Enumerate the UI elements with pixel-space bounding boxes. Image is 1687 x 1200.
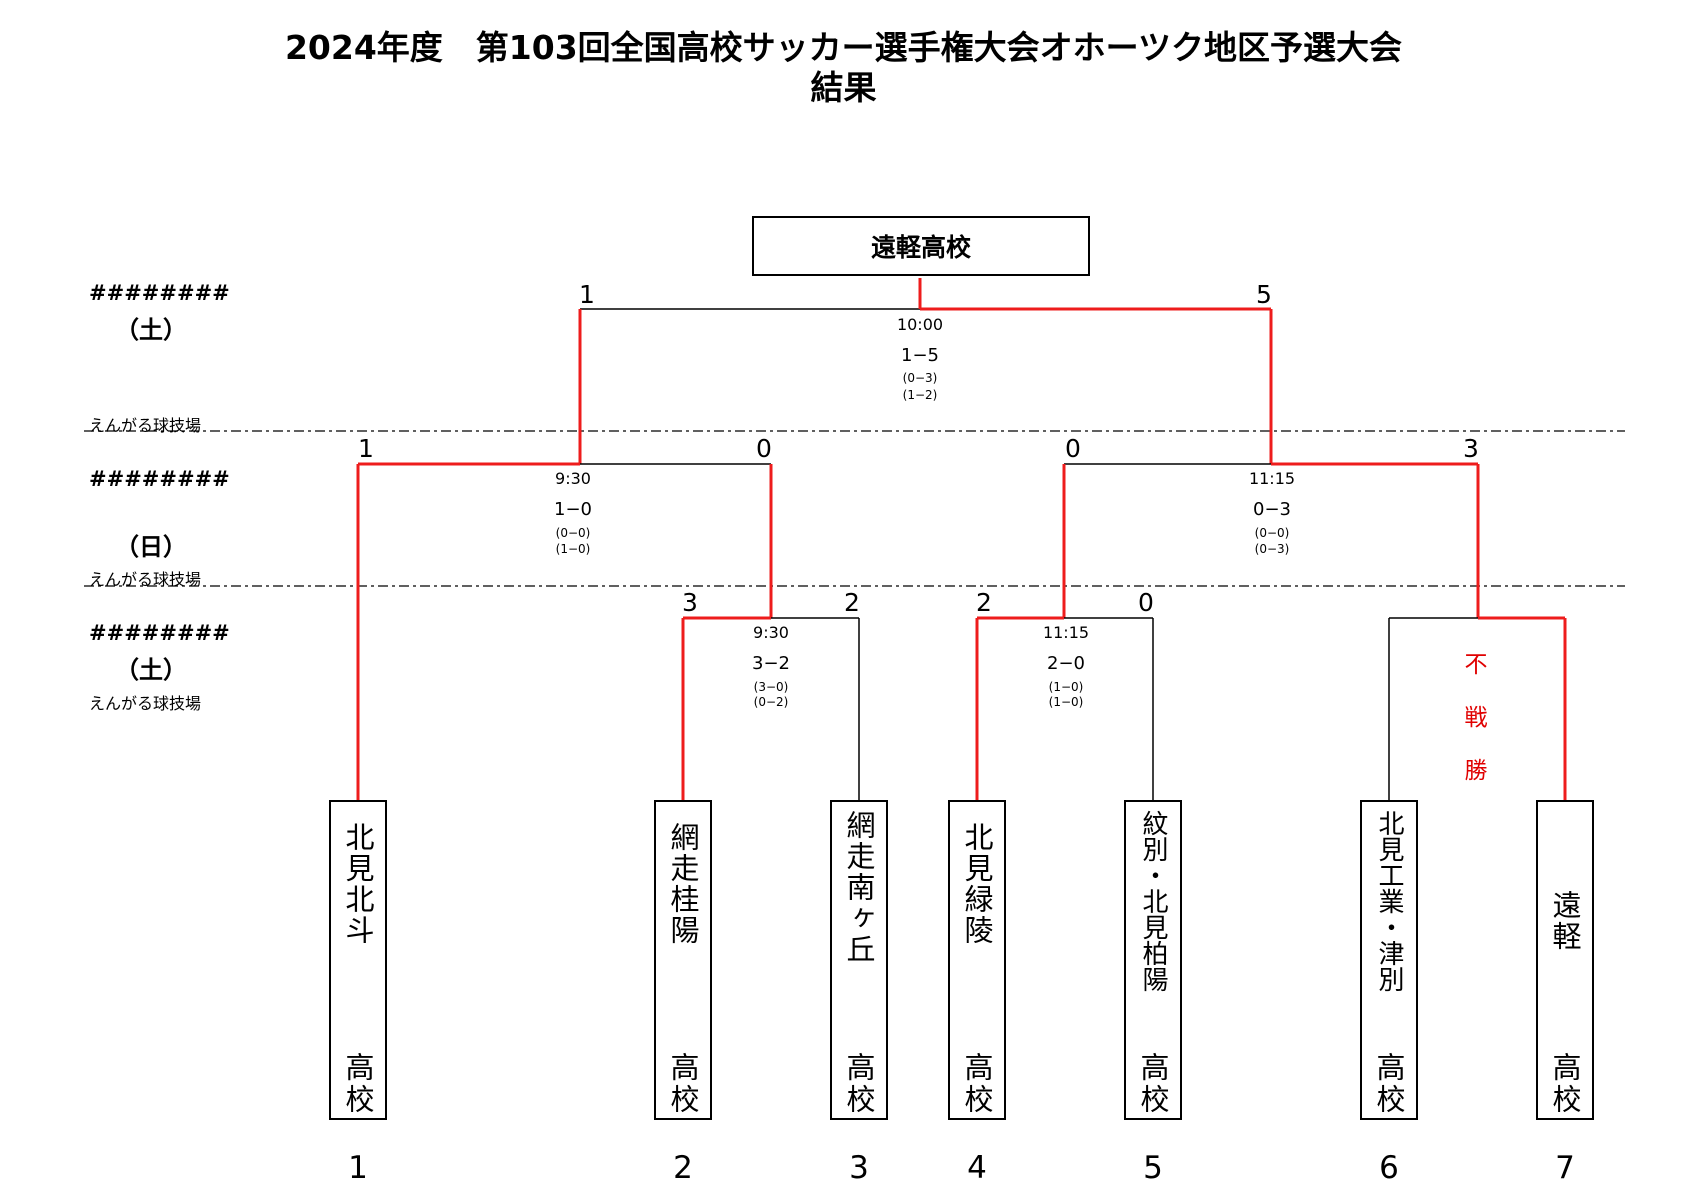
seed-number: 5 — [1143, 1150, 1163, 1186]
r1a-left-score: 3 — [682, 588, 698, 617]
seed-number: 1 — [348, 1150, 368, 1186]
round3-date: ######## — [89, 281, 230, 305]
team-box-6: 北見工業・津別 高校 — [1360, 800, 1418, 1120]
r1b-half2: (1−0) — [1048, 695, 1084, 709]
team-box-7: 遠軽 高校 — [1536, 800, 1594, 1120]
round1-date: ######## — [89, 621, 230, 645]
round1-day: （土） — [115, 656, 187, 684]
page-subtitle: 結果 — [810, 68, 877, 107]
seed-number: 7 — [1555, 1150, 1575, 1186]
final-half2: (1−2) — [902, 388, 938, 402]
team-box-4: 北見緑陵 高校 — [948, 800, 1006, 1120]
team-suffix: 高校 — [1548, 1052, 1582, 1116]
team-suffix: 高校 — [960, 1052, 994, 1116]
team-name: 北見工業・津別 — [1374, 810, 1404, 992]
r1a-half1: (3−0) — [753, 680, 789, 694]
semi2-result: 0−3 — [1253, 499, 1291, 520]
champion-box: 遠軽高校 — [752, 216, 1090, 276]
semi1-result: 1−0 — [554, 499, 592, 520]
semi1-time: 9:30 — [555, 469, 591, 488]
team-suffix: 高校 — [842, 1052, 876, 1116]
round3-day: （土） — [115, 316, 187, 344]
round2-date: ######## — [89, 467, 230, 491]
team-suffix: 高校 — [666, 1052, 700, 1116]
final-left-score: 1 — [579, 280, 595, 309]
team-name: 北見緑陵 — [960, 822, 994, 946]
team-name: 網走南ヶ丘 — [842, 810, 876, 965]
round2-venue: えんがる球技場 — [89, 570, 202, 589]
team-box-5: 紋別・北見柏陽 高校 — [1124, 800, 1182, 1120]
r1a-result: 3−2 — [752, 653, 790, 674]
r1b-half1: (1−0) — [1048, 680, 1084, 694]
r1b-result: 2−0 — [1047, 653, 1085, 674]
walkover-label: 不戦勝 — [1460, 652, 1486, 811]
r1a-time: 9:30 — [753, 623, 789, 642]
team-box-2: 網走桂陽 高校 — [654, 800, 712, 1120]
team-box-1: 北見北斗 高校 — [329, 800, 387, 1120]
r1a-half2: (0−2) — [753, 695, 789, 709]
semi2-time: 11:15 — [1248, 469, 1296, 488]
semi2-half2: (0−3) — [1254, 542, 1290, 556]
team-suffix: 高校 — [341, 1052, 375, 1116]
semi1-right-score: 0 — [756, 434, 772, 463]
r1b-time: 11:15 — [1042, 623, 1090, 642]
seed-number: 3 — [849, 1150, 869, 1186]
r1b-right-score: 0 — [1138, 588, 1154, 617]
semi1-half2: (1−0) — [555, 542, 591, 556]
semi2-left-score: 0 — [1065, 434, 1081, 463]
team-suffix: 高校 — [1372, 1052, 1406, 1116]
team-name: 遠軽 — [1548, 890, 1582, 952]
team-name: 網走桂陽 — [666, 822, 700, 946]
final-result: 1−5 — [901, 345, 939, 366]
team-name: 北見北斗 — [341, 822, 375, 946]
r1b-left-score: 2 — [976, 588, 992, 617]
team-suffix: 高校 — [1136, 1052, 1170, 1116]
seed-number: 2 — [673, 1150, 693, 1186]
semi1-left-score: 1 — [358, 434, 374, 463]
seed-number: 6 — [1379, 1150, 1399, 1186]
semi2-right-score: 3 — [1463, 434, 1479, 463]
round3-venue: えんがる球技場 — [89, 416, 202, 435]
team-box-3: 網走南ヶ丘 高校 — [830, 800, 888, 1120]
seed-number: 4 — [967, 1150, 987, 1186]
round2-day: （日） — [115, 533, 187, 561]
page-title: 2024年度 第103回全国高校サッカー選手権大会オホーツク地区予選大会 — [284, 28, 1403, 67]
final-half1: (0−3) — [902, 371, 938, 385]
team-name: 紋別・北見柏陽 — [1138, 810, 1168, 992]
semi2-half1: (0−0) — [1254, 526, 1290, 540]
final-time: 10:00 — [896, 315, 944, 334]
semi1-half1: (0−0) — [555, 526, 591, 540]
r1a-right-score: 2 — [844, 588, 860, 617]
round1-venue: えんがる球技場 — [89, 694, 202, 713]
final-right-score: 5 — [1256, 280, 1272, 309]
